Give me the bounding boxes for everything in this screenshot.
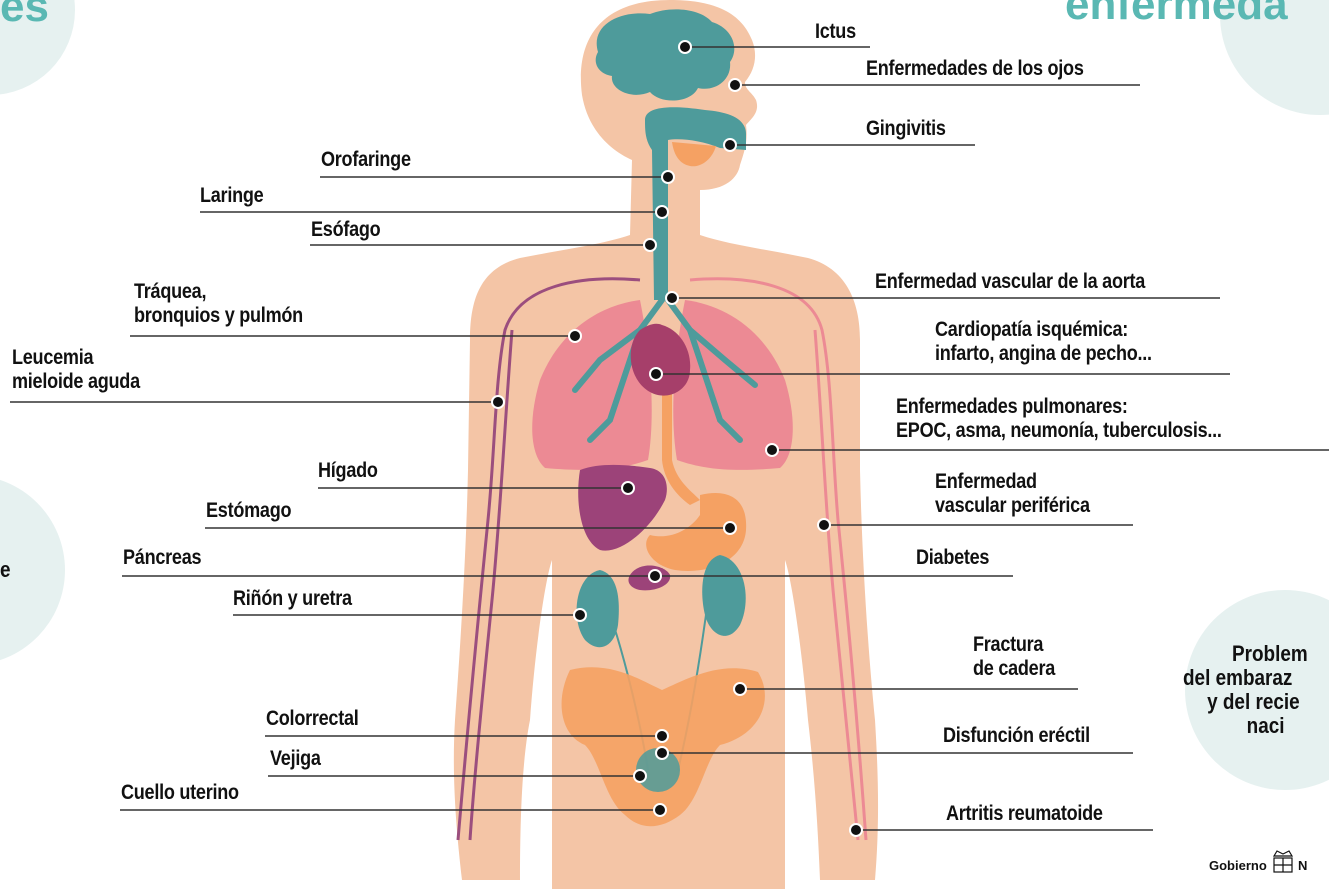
side-right-text: Problem del embaraz y del recie naci [1183, 642, 1329, 738]
label-pulmonares-line1: Enfermedades pulmonares: [896, 395, 1222, 419]
label-erectil: Disfunción eréctil [943, 724, 1090, 748]
side-right-line: del embaraz [1183, 666, 1329, 690]
label-traquea: Tráquea, bronquios y pulmón [134, 280, 303, 328]
dot-cuello [654, 804, 666, 816]
corner-title-left: es [0, 0, 49, 32]
label-laringe: Laringe [200, 184, 263, 208]
label-traquea-line2: bronquios y pulmón [134, 304, 303, 328]
label-cadera-line1: Fractura [973, 633, 1055, 657]
label-estomago: Estómago [206, 499, 291, 523]
dot-traquea [569, 330, 581, 342]
dot-orofaringe [662, 171, 674, 183]
label-orofaringe: Orofaringe [321, 148, 411, 172]
dot-leucemia [492, 396, 504, 408]
crown-emblem-icon [1274, 851, 1292, 872]
dot-aorta [666, 292, 678, 304]
label-aorta: Enfermedad vascular de la aorta [875, 270, 1145, 294]
label-traquea-line1: Tráquea, [134, 280, 303, 304]
dot-ojos [729, 79, 741, 91]
label-pancreas: Páncreas [123, 546, 201, 570]
side-right-line: naci [1183, 714, 1329, 738]
label-gingivitis: Gingivitis [866, 117, 946, 141]
label-leucemia-line1: Leucemia [12, 346, 140, 370]
dot-pulmonares [766, 444, 778, 456]
label-leucemia-line2: mieloide aguda [12, 370, 140, 394]
label-ojos: Enfermedades de los ojos [866, 57, 1084, 81]
label-artritis: Artritis reumatoide [946, 802, 1103, 826]
dot-cardiopatia [650, 368, 662, 380]
label-periferica-line2: vascular periférica [935, 494, 1090, 518]
side-right-line: Problem [1183, 642, 1329, 666]
dot-artritis [850, 824, 862, 836]
label-pulmonares-line2: EPOC, asma, neumonía, tuberculosis... [896, 419, 1222, 443]
label-colorrectal: Colorrectal [266, 707, 359, 731]
side-left-text: e [0, 558, 11, 582]
dot-esofago [644, 239, 656, 251]
dot-colorrectal [656, 730, 668, 742]
label-cadera-line2: de cadera [973, 657, 1055, 681]
label-esofago: Esófago [311, 218, 380, 242]
dot-erectil [656, 747, 668, 759]
label-periferica-line1: Enfermedad [935, 470, 1090, 494]
dot-higado [622, 482, 634, 494]
label-cuello: Cuello uterino [121, 781, 239, 805]
label-rinon: Riñón y uretra [233, 587, 352, 611]
label-cardiopatia-line2: infarto, angina de pecho... [935, 342, 1152, 366]
label-vejiga: Vejiga [270, 747, 321, 771]
corner-title-right: enfermeda [1065, 0, 1288, 30]
label-ictus: Ictus [815, 20, 856, 44]
label-cardiopatia-line1: Cardiopatía isquémica: [935, 318, 1152, 342]
dot-vejiga [634, 770, 646, 782]
label-cardiopatia: Cardiopatía isquémica: infarto, angina d… [935, 318, 1152, 366]
label-leucemia: Leucemia mieloide aguda [12, 346, 140, 394]
brain-shape [596, 9, 735, 100]
dot-gingivitis [724, 139, 736, 151]
dot-pancreas [649, 570, 661, 582]
dot-ictus [679, 41, 691, 53]
label-cadera: Fractura de cadera [973, 633, 1055, 681]
dot-estomago [724, 522, 736, 534]
dot-cadera [734, 683, 746, 695]
label-periferica: Enfermedad vascular periférica [935, 470, 1090, 518]
dot-periferica [818, 519, 830, 531]
dot-laringe [656, 206, 668, 218]
side-right-line: y del recie [1183, 690, 1329, 714]
label-pulmonares: Enfermedades pulmonares: EPOC, asma, neu… [896, 395, 1222, 443]
footer-logo-trailing: N [1298, 858, 1307, 873]
label-diabetes: Diabetes [916, 546, 989, 570]
label-higado: Hígado [318, 459, 378, 483]
dot-rinon [574, 609, 586, 621]
footer-logo-text: Gobierno [1209, 858, 1267, 873]
